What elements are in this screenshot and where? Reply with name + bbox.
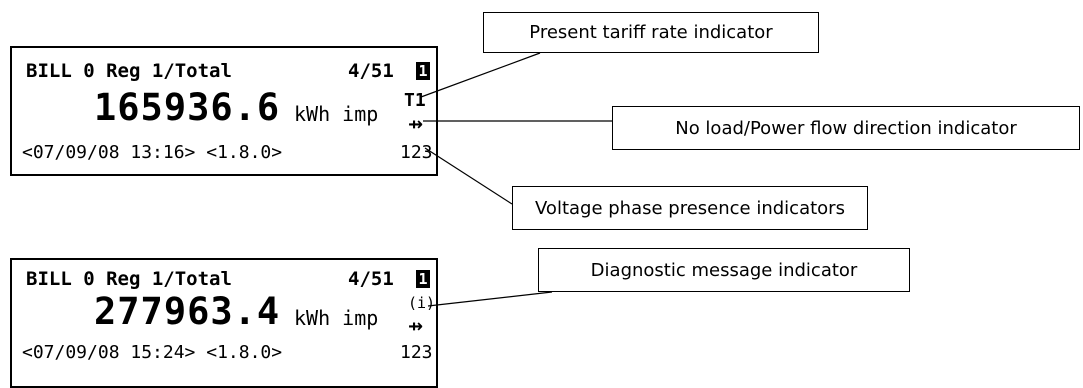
energy-unit: kWh imp bbox=[294, 102, 379, 126]
callout-power-flow-label: No load/Power flow direction indicator bbox=[675, 117, 1017, 139]
callout-tariff-label: Present tariff rate indicator bbox=[529, 22, 773, 43]
energy-value: 277963.4 bbox=[94, 290, 281, 333]
power-flow-icon: ⇸ bbox=[408, 316, 424, 337]
register-header: BILL 0 Reg 1/Total bbox=[26, 60, 232, 82]
callout-power-flow: No load/Power flow direction indicator bbox=[612, 106, 1080, 150]
energy-unit: kWh imp bbox=[294, 306, 379, 330]
leader-voltage-phases bbox=[424, 147, 513, 205]
phase-indicators: 123 bbox=[400, 342, 433, 363]
leader-tariff bbox=[420, 52, 541, 98]
meter-display-bottom: BILL 0 Reg 1/Total 4/51 1 277963.4 kWh i… bbox=[10, 258, 438, 388]
display-mode-badge: 1 bbox=[416, 62, 430, 80]
callout-diagnostic-label: Diagnostic message indicator bbox=[590, 259, 858, 281]
callout-tariff: Present tariff rate indicator bbox=[483, 12, 819, 53]
tariff-indicator: T1 bbox=[404, 90, 426, 111]
phase-indicators: 123 bbox=[400, 142, 433, 163]
page-indicator: 4/51 bbox=[348, 268, 394, 290]
display-mode-badge: 1 bbox=[416, 270, 430, 288]
register-header: BILL 0 Reg 1/Total bbox=[26, 268, 232, 290]
timestamp-obis: <07/09/08 15:24> <1.8.0> bbox=[22, 342, 283, 363]
leader-diagnostic bbox=[427, 291, 553, 307]
timestamp-obis: <07/09/08 13:16> <1.8.0> bbox=[22, 142, 283, 163]
meter-display-top: BILL 0 Reg 1/Total 4/51 1 165936.6 kWh i… bbox=[10, 46, 438, 176]
callout-voltage-phases-label: Voltage phase presence indicators bbox=[535, 197, 845, 219]
callout-diagnostic: Diagnostic message indicator bbox=[538, 248, 910, 292]
page-indicator: 4/51 bbox=[348, 60, 394, 82]
energy-value: 165936.6 bbox=[94, 86, 281, 129]
callout-voltage-phases: Voltage phase presence indicators bbox=[512, 186, 868, 230]
power-flow-icon: ⇸ bbox=[408, 114, 424, 135]
diagnostic-indicator: (i) bbox=[408, 294, 436, 312]
